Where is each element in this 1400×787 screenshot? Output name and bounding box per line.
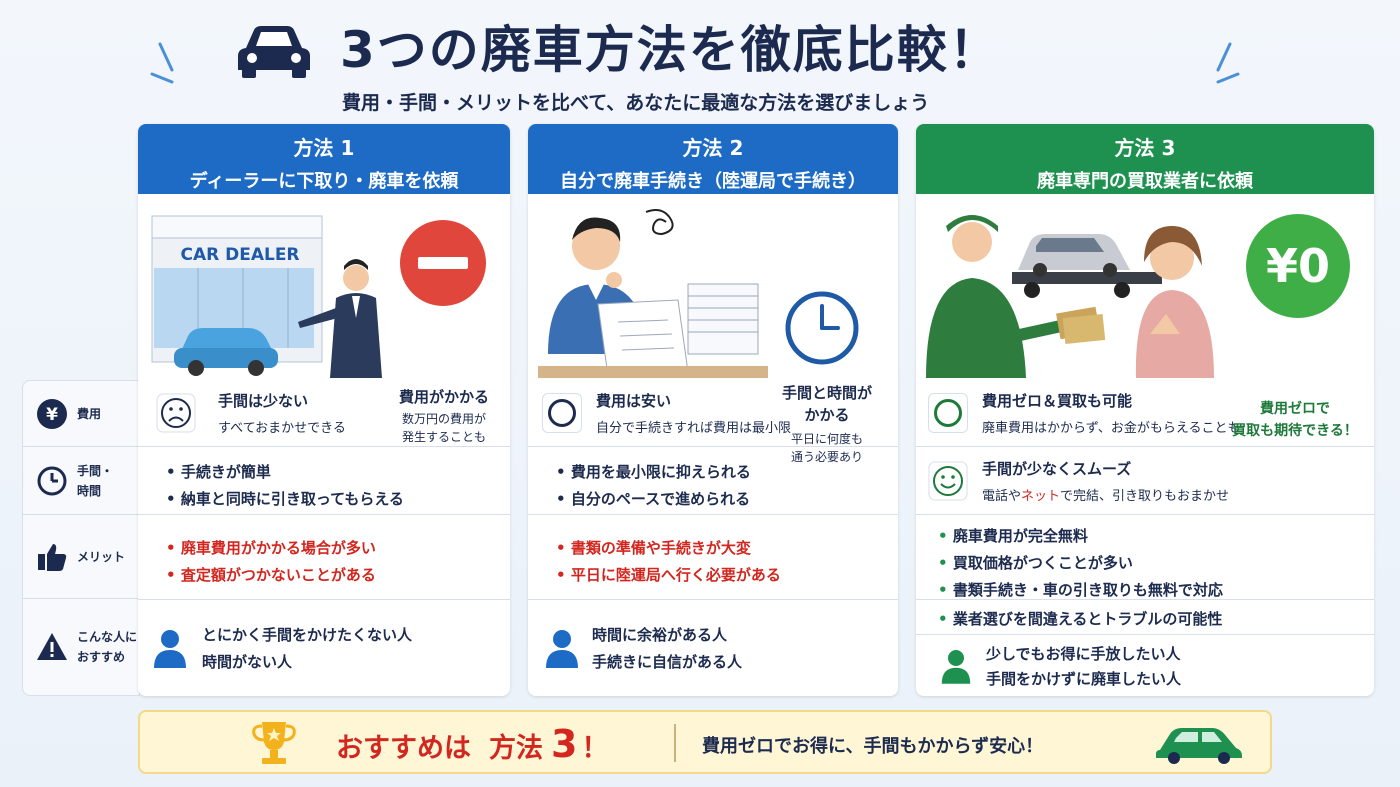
page-title: 3つの廃車方法を徹底比較！ bbox=[340, 21, 1001, 79]
list-item: • 買取価格がつくことが多い bbox=[938, 554, 1133, 572]
sad-face-icon bbox=[156, 393, 196, 433]
row-label-cost: ¥ 費用 bbox=[23, 381, 139, 447]
paperwork-illustration bbox=[538, 209, 768, 378]
svg-text:¥: ¥ bbox=[46, 405, 58, 425]
warning-icon bbox=[37, 633, 67, 660]
accent-lines-left bbox=[150, 42, 174, 84]
effort-sub-3: 電話やネットで完結、引き取りもおまかせ bbox=[982, 488, 1230, 504]
list-item: • 手続きが簡単 bbox=[166, 463, 271, 481]
list-item: • 納車と同時に引き取ってもらえる bbox=[166, 490, 404, 508]
badge-sub-2: 平日に何度も通う必要あり bbox=[790, 432, 863, 464]
list-item: とにかく手間をかけたくない人 bbox=[202, 626, 413, 644]
cost-cell-2: 費用は安い 自分で手続きすれば費用は最小限 bbox=[528, 380, 898, 446]
smile-icon bbox=[928, 461, 968, 500]
list-item: • 平日に陸運局へ行く必要がある bbox=[556, 566, 781, 584]
badge-title-3: 費用ゼロで買取も期待できる！ bbox=[1232, 401, 1358, 439]
row-label-effort: 手間・時間 bbox=[23, 447, 139, 515]
method-header-3: 方法 3 廃車専門の買取業者に依頼 bbox=[916, 124, 1374, 194]
car-icon bbox=[238, 26, 310, 78]
list-item: 時間に余裕がある人 bbox=[592, 626, 728, 644]
recommendation-banner: おすすめは 方法 3 ！ 費用ゼロでお得に、手間もかからず安心！ bbox=[138, 710, 1272, 774]
list-item: • 自分のペースで進められる bbox=[556, 490, 751, 508]
banner-message: 費用ゼロでお得に、手間もかからず安心！ bbox=[702, 736, 1044, 757]
method-illustration-3: ¥0 費用ゼロで買取も期待できる！ bbox=[916, 194, 1374, 439]
green-car-icon bbox=[1156, 728, 1242, 764]
cost-title-1: 手間は少ない bbox=[218, 392, 309, 410]
cost-sub-1: すべておまかせできる bbox=[218, 421, 346, 436]
dealer-sign-text: CAR DEALER bbox=[180, 245, 299, 265]
list-item: • 書類の準備や手続きが大変 bbox=[556, 539, 751, 557]
list-item: 少しでもお得に手放したい人 bbox=[986, 645, 1181, 663]
list-item: • 費用を最小限に抑えられる bbox=[556, 463, 751, 481]
method-header-1: 方法 1 ディーラーに下取り・廃車を依頼 bbox=[138, 124, 510, 194]
merit-cell-1: • 廃車費用がかかる場合が多い • 査定額がつかないことがある bbox=[138, 515, 510, 599]
row-label-recommend: こんな人におすすめ bbox=[23, 599, 139, 695]
effort-cell-3: 手間が少なくスムーズ 電話やネットで完結、引き取りもおまかせ bbox=[916, 447, 1374, 514]
effort-cell-1: • 手続きが簡単 • 納車と同時に引き取ってもらえる bbox=[138, 447, 510, 514]
banner-lead: おすすめは 方法 3 ！ bbox=[336, 722, 609, 766]
effort-cell-2: • 費用を最小限に抑えられる • 自分のペースで進められる bbox=[528, 447, 898, 514]
list-item: 時間がない人 bbox=[202, 653, 293, 671]
banner-divider bbox=[674, 724, 676, 762]
clock-icon bbox=[37, 466, 67, 495]
method-card-1: 方法 1 ディーラーに下取り・廃車を依頼 CAR DEALER 費用がかかる 数… bbox=[138, 124, 510, 696]
cost-title-2: 費用は安い bbox=[596, 392, 672, 410]
badge-title-2: 手間と時間がかかる bbox=[781, 384, 872, 424]
list-item: • 業者選びを間違えるとトラブルの可能性 bbox=[938, 610, 1223, 628]
list-item: • 査定額がつかないことがある bbox=[166, 566, 376, 584]
list-item: 手続きに自信がある人 bbox=[592, 653, 743, 671]
person-icon bbox=[941, 650, 971, 684]
cost-cell-3: 費用ゼロ＆買取も可能 廃車費用はかからず、お金がもらえることも bbox=[916, 380, 1374, 446]
method-illustration-1: CAR DEALER 費用がかかる 数万円の費用が発生することも bbox=[138, 194, 510, 444]
row-labels: ¥ 費用 手間・時間 メリット こんな人におすすめ bbox=[22, 380, 140, 696]
person-icon bbox=[546, 630, 578, 668]
badge-sub-1: 数万円の費用が発生することも bbox=[401, 412, 486, 444]
recommend-cell-2: 時間に余裕がある人 手続きに自信がある人 bbox=[528, 600, 898, 696]
buyer-illustration bbox=[926, 215, 1214, 378]
merit-cell-2: • 書類の準備や手続きが大変 • 平日に陸運局へ行く必要がある bbox=[528, 515, 898, 599]
circle-icon bbox=[928, 393, 968, 433]
effort-title-3: 手間が少なくスムーズ bbox=[982, 459, 1132, 478]
list-item: • 廃車費用がかかる場合が多い bbox=[166, 539, 376, 557]
minus-icon bbox=[418, 257, 468, 269]
circle-icon bbox=[542, 393, 582, 433]
no-entry-badge bbox=[400, 220, 486, 306]
recommend-cell-1: とにかく手間をかけたくない人 時間がない人 bbox=[138, 600, 510, 696]
recommend-cell-3: 少しでもお得に手放したい人 手間をかけずに廃車したい人 bbox=[916, 635, 1374, 696]
merit-cell-3: • 廃車費用が完全無料 • 買取価格がつくことが多い • 書類手続き・車の引き取… bbox=[916, 515, 1374, 599]
method-illustration-2: 手間と時間がかかる 平日に何度も通う必要あり bbox=[528, 194, 898, 464]
cost-title-3: 費用ゼロ＆買取も可能 bbox=[982, 392, 1133, 410]
method-header-2: 方法 2 自分で廃車手続き（陸運局で手続き） bbox=[528, 124, 898, 194]
clock-icon bbox=[785, 291, 859, 365]
car-dealer-illustration: CAR DEALER bbox=[151, 215, 382, 378]
zero-cost-badge: ¥0 bbox=[1246, 214, 1350, 318]
cost-cell-1: 手間は少ない すべておまかせできる bbox=[138, 380, 510, 446]
list-item: 手間をかけずに廃車したい人 bbox=[986, 670, 1182, 688]
badge-title-1: 費用がかかる bbox=[398, 388, 489, 406]
cost-sub-3: 廃車費用はかからず、お金がもらえることも bbox=[982, 421, 1241, 436]
page-subtitle: 費用・手間・メリットを比べて、あなたに最適な方法を選びましょう bbox=[342, 92, 930, 114]
trophy-icon bbox=[252, 722, 296, 764]
row-label-merit: メリット bbox=[23, 515, 139, 599]
note-cell-3: • 業者選びを間違えるとトラブルの可能性 bbox=[916, 600, 1374, 634]
thumbs-up-icon bbox=[38, 543, 67, 571]
method-card-2: 方法 2 自分で廃車手続き（陸運局で手続き） 手間と時間がかかる bbox=[528, 124, 898, 696]
zero-cost-value: ¥0 bbox=[1265, 239, 1330, 293]
cost-sub-2: 自分で手続きすれば費用は最小限 bbox=[596, 421, 792, 436]
list-item: • 廃車費用が完全無料 bbox=[938, 527, 1088, 545]
method-card-3: 方法 3 廃車専門の買取業者に依頼 ¥0 費用ゼロで買取も期待できる！ bbox=[916, 124, 1374, 696]
list-item: • 書類手続き・車の引き取りも無料で対応 bbox=[938, 581, 1223, 599]
yen-icon: ¥ bbox=[37, 398, 67, 429]
person-icon bbox=[154, 630, 186, 668]
accent-lines-right bbox=[1216, 42, 1240, 84]
